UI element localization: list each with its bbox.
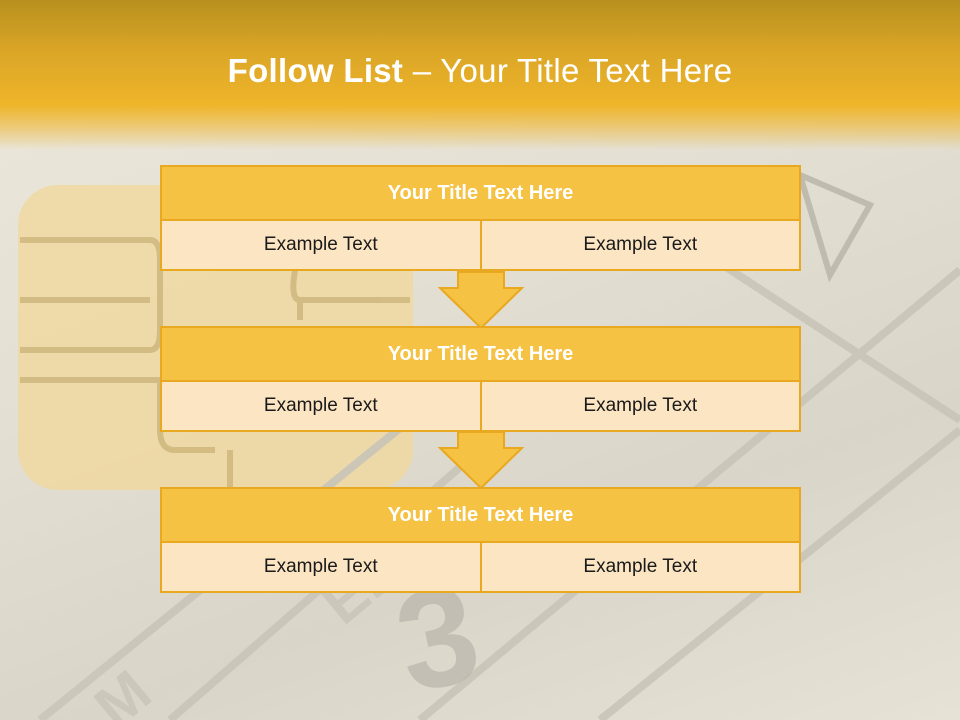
step-cell-right[interactable]: Example Text <box>481 221 801 271</box>
slide-title: Follow List – Your Title Text Here <box>0 52 960 90</box>
svg-text:M: M <box>82 657 163 720</box>
step-row: Example Text Example Text <box>160 221 801 271</box>
step-block-1: Your Title Text Here Example Text Exampl… <box>160 165 801 271</box>
step-cell-right[interactable]: Example Text <box>481 382 801 432</box>
title-bold-part: Follow List <box>227 52 404 89</box>
title-separator: – <box>403 52 441 89</box>
title-rest: Your Title Text Here <box>440 52 733 89</box>
down-arrow-icon <box>438 271 524 330</box>
step-row: Example Text Example Text <box>160 543 801 593</box>
step-cell-left[interactable]: Example Text <box>160 221 482 271</box>
step-row: Example Text Example Text <box>160 382 801 432</box>
step-title[interactable]: Your Title Text Here <box>160 487 801 543</box>
step-title[interactable]: Your Title Text Here <box>160 326 801 382</box>
header-band <box>0 0 960 150</box>
down-arrow-icon <box>438 431 524 490</box>
step-cell-left[interactable]: Example Text <box>160 382 482 432</box>
step-block-3: Your Title Text Here Example Text Exampl… <box>160 487 801 593</box>
step-block-2: Your Title Text Here Example Text Exampl… <box>160 326 801 432</box>
step-cell-left[interactable]: Example Text <box>160 543 482 593</box>
step-cell-right[interactable]: Example Text <box>481 543 801 593</box>
step-title[interactable]: Your Title Text Here <box>160 165 801 221</box>
